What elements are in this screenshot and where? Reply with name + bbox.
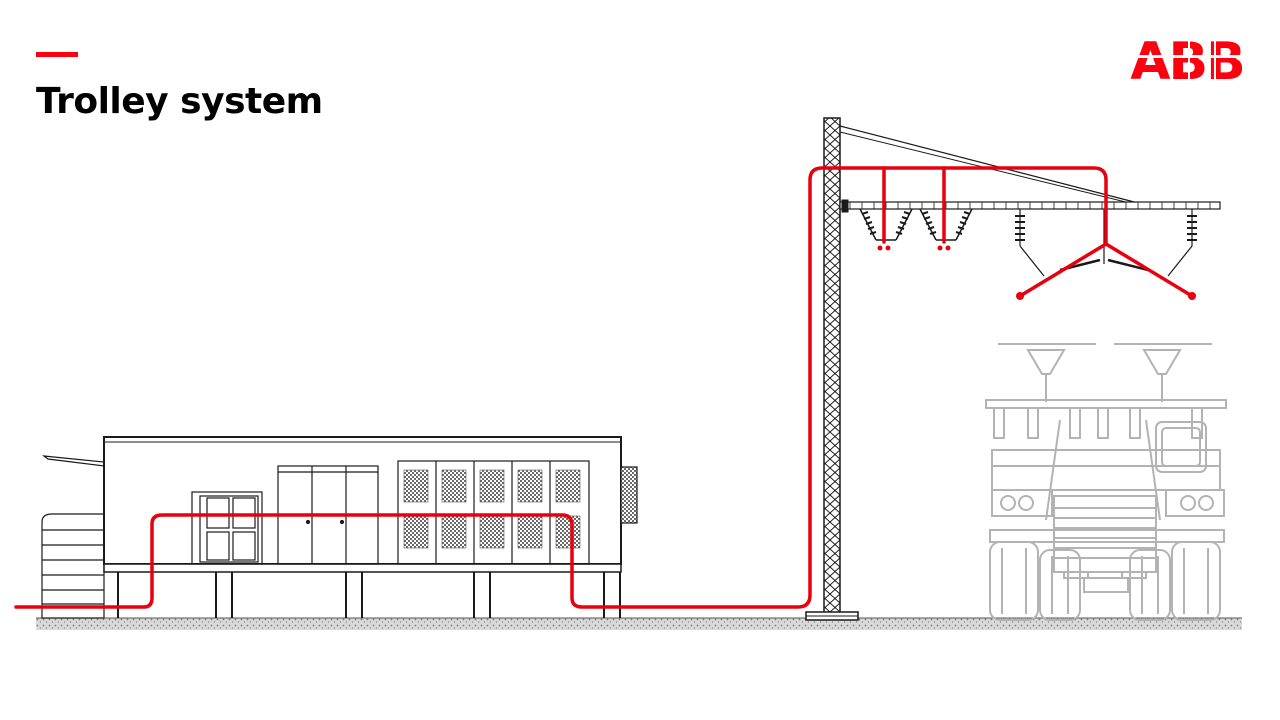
insulator-middle — [919, 208, 973, 241]
power-cable — [14, 166, 1194, 609]
converter-cabinets — [397, 460, 590, 565]
abb-logo: ABB — [1128, 30, 1246, 84]
haul-truck — [985, 343, 1227, 621]
title-accent-bar — [36, 52, 78, 57]
substation-building — [41, 436, 638, 619]
cooling-unit — [41, 513, 105, 619]
wall-vent — [620, 466, 638, 524]
truck-tires — [989, 541, 1221, 621]
slide-title: Trolley system — [36, 81, 323, 122]
small-cabinet — [191, 491, 263, 565]
insulator-left — [859, 208, 913, 241]
ground — [36, 617, 1242, 630]
trolley-mast — [805, 117, 1221, 621]
contact-points — [877, 245, 1196, 300]
insulator-right — [1015, 209, 1197, 277]
pantograph — [998, 343, 1212, 402]
